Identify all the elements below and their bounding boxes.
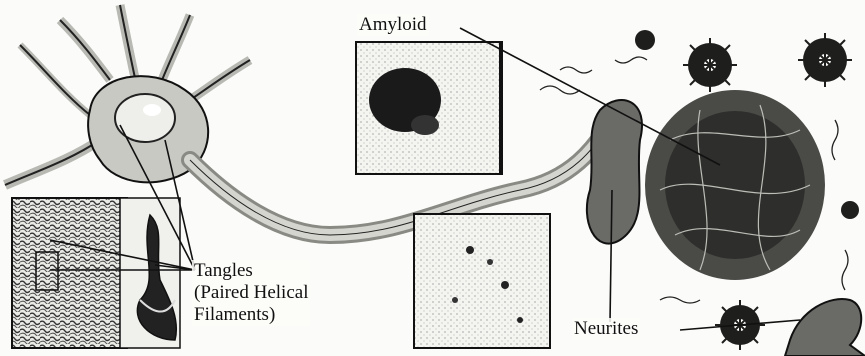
- tangles-label-line1: Tangles: [194, 260, 308, 282]
- amyloid-plaque: [645, 90, 825, 280]
- amyloid-micrograph: [356, 42, 502, 174]
- tangles-label-line2: (Paired Helical: [194, 282, 308, 304]
- axon-terminal: [587, 100, 642, 244]
- neurites-micrograph: [414, 214, 550, 348]
- neurites-label: Neurites: [572, 318, 640, 340]
- nucleus: [115, 94, 175, 142]
- tangled-neuron-inset: [120, 198, 180, 348]
- neighbor-neuron: [785, 299, 865, 356]
- tangles-label: Tangles (Paired Helical Filaments): [192, 260, 310, 326]
- tangles-label-line3: Filaments): [194, 304, 308, 326]
- tangles-micrograph: [12, 198, 127, 348]
- amyloid-label: Amyloid: [357, 14, 429, 36]
